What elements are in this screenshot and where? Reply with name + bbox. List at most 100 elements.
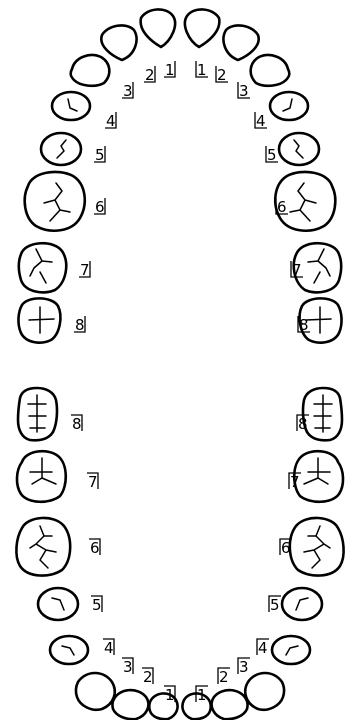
label-lower-right-8: 8: [71, 415, 82, 433]
groove-lower-left-8: [314, 395, 332, 432]
label-lower-left-3-text: 3: [239, 658, 249, 676]
label-lower-right-3-text: 3: [123, 658, 133, 676]
label-upper-right-4-text: 4: [106, 112, 116, 130]
label-lower-right-5: 5: [91, 596, 102, 614]
tooth-lower-left-8[interactable]: [303, 388, 342, 440]
label-upper-right-1-text: 1: [165, 61, 175, 79]
label-upper-right-6: 6: [94, 198, 105, 216]
tooth-lower-right-5[interactable]: [38, 588, 78, 620]
groove-upper-right-5: [57, 140, 66, 158]
tooth-lower-left-6[interactable]: [290, 518, 344, 576]
groove-upper-left-4: [283, 99, 292, 111]
label-upper-right-2: 2: [144, 66, 155, 84]
label-lower-left-4-text: 4: [258, 639, 268, 657]
label-lower-right-2: 2: [142, 668, 153, 686]
label-lower-left-2: 2: [218, 668, 230, 686]
label-lower-left-7: 7: [289, 473, 301, 491]
label-lower-right-6: 6: [89, 539, 100, 557]
tooth-upper-right-6[interactable]: [25, 172, 85, 231]
label-lower-right-2-text: 2: [143, 668, 153, 686]
tooth-upper-right-1[interactable]: [141, 9, 175, 47]
groove-lower-left-4: [286, 646, 298, 655]
tooth-lower-right-6[interactable]: [16, 518, 70, 576]
label-lower-left-5: 5: [269, 596, 281, 614]
label-lower-left-2-text: 2: [219, 668, 229, 686]
upper-right-arch: [18, 9, 175, 342]
label-lower-left-4: 4: [257, 639, 269, 657]
lower-left-arch: [182, 388, 343, 719]
tooth-lower-right-7[interactable]: [17, 451, 66, 502]
label-upper-right-1: 1: [164, 61, 175, 79]
label-upper-right-8-text: 8: [75, 316, 85, 334]
tooth-lower-right-2[interactable]: [112, 690, 148, 719]
tooth-lower-left-3[interactable]: [245, 673, 284, 710]
groove-lower-right-8: [28, 395, 46, 432]
label-upper-right-7: 7: [79, 261, 90, 279]
label-upper-right-8: 8: [74, 316, 85, 334]
groove-upper-left-8: [306, 307, 331, 333]
groove-lower-left-7: [304, 458, 330, 484]
groove-lower-left-5: [296, 598, 308, 610]
label-upper-left-3-text: 3: [239, 82, 249, 100]
tooth-lower-left-7[interactable]: [294, 451, 343, 502]
label-upper-left-1-text: 1: [197, 61, 207, 79]
label-lower-right-1: 1: [164, 686, 175, 704]
label-lower-left-8: 8: [297, 415, 309, 433]
label-lower-left-5-text: 5: [270, 596, 280, 614]
groove-lower-right-7: [30, 458, 56, 484]
label-upper-left-2-text: 2: [217, 66, 227, 84]
label-upper-left-7: 7: [291, 261, 303, 279]
label-lower-right-1-text: 1: [165, 686, 175, 704]
tooth-lower-left-5[interactable]: [282, 588, 322, 620]
label-lower-right-7: 7: [87, 473, 98, 491]
label-lower-right-4-text: 4: [104, 639, 114, 657]
tooth-upper-left-3[interactable]: [251, 55, 290, 86]
groove-upper-left-7: [308, 249, 330, 283]
label-lower-left-7-text: 7: [290, 473, 300, 491]
label-upper-left-1: 1: [196, 61, 208, 79]
tooth-upper-right-4[interactable]: [52, 92, 90, 120]
tooth-upper-right-3[interactable]: [71, 55, 110, 86]
label-upper-left-3: 3: [238, 82, 250, 100]
upper-left-arch: [185, 9, 342, 342]
label-upper-left-8-text: 8: [299, 316, 309, 334]
tooth-lower-left-2[interactable]: [212, 690, 248, 719]
label-upper-left-5-text: 5: [267, 146, 277, 164]
groove-upper-left-6: [290, 183, 316, 221]
label-upper-left-4-text: 4: [256, 112, 266, 130]
label-upper-left-7-text: 7: [292, 261, 302, 279]
label-upper-right-5-text: 5: [95, 146, 105, 164]
label-lower-right-6-text: 6: [90, 539, 100, 557]
label-upper-right-7-text: 7: [80, 261, 90, 279]
label-lower-right-5-text: 5: [92, 596, 102, 614]
groove-upper-left-5: [294, 140, 303, 158]
tooth-lower-right-8[interactable]: [18, 388, 57, 440]
tooth-upper-left-2[interactable]: [223, 25, 258, 60]
tooth-lower-right-4[interactable]: [50, 636, 88, 664]
groove-upper-right-4: [68, 99, 77, 111]
tooth-upper-right-8[interactable]: [18, 298, 60, 342]
groove-lower-left-6: [304, 526, 330, 568]
label-upper-right-2-text: 2: [145, 66, 155, 84]
label-lower-right-8-text: 8: [72, 415, 82, 433]
label-lower-right-3: 3: [122, 658, 133, 676]
label-upper-left-2: 2: [216, 66, 228, 84]
groove-upper-right-6: [44, 183, 70, 221]
label-lower-right-4: 4: [103, 639, 114, 657]
label-lower-left-6: 6: [280, 539, 292, 557]
label-lower-left-1: 1: [196, 686, 208, 704]
tooth-lower-right-3[interactable]: [76, 673, 115, 710]
label-lower-left-1-text: 1: [197, 686, 207, 704]
label-lower-left-6-text: 6: [281, 539, 291, 557]
groove-lower-right-4: [62, 646, 74, 655]
tooth-upper-right-2[interactable]: [101, 25, 136, 60]
tooth-upper-left-5[interactable]: [279, 133, 319, 165]
tooth-upper-left-4[interactable]: [270, 92, 308, 120]
groove-upper-right-8: [29, 307, 54, 333]
tooth-lower-left-4[interactable]: [272, 636, 310, 664]
tooth-upper-right-5[interactable]: [41, 133, 81, 165]
tooth-upper-right-7[interactable]: [19, 243, 66, 292]
tooth-upper-left-1[interactable]: [185, 9, 219, 47]
label-lower-right-7-text: 7: [88, 473, 98, 491]
